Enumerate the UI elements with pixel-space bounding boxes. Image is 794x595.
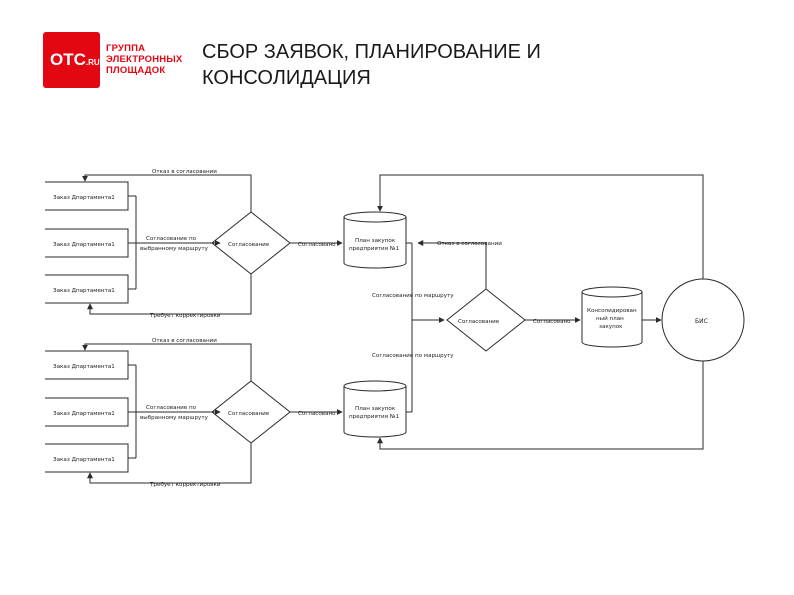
bis-label: БИС [695,318,708,325]
route-label: Согласование по маршруту [372,353,454,359]
approved-edge-label: Согласовано [298,242,336,248]
refusal-label: Отказ в согласовании [152,338,217,344]
request-label: Заказ Дпартамента1 [53,411,115,417]
refusal-loop [82,343,252,381]
logo-tagline-1: ГРУППА [106,43,146,54]
route-label: Согласование по маршруту [372,293,454,299]
bottom-department-group [45,343,407,484]
feedback-loop-bottom [377,361,704,450]
plan-label: План закупок [355,238,396,244]
consolidated-plan-label: ный план [596,315,624,322]
route-label: Согласование по [146,405,197,411]
page-title-line-2: КОНСОЛИДАЦИЯ [202,67,371,89]
top-department-group [45,174,407,315]
top-group-labels: Заказ Дпартамента1 Заказ Дпартамента1 За… [53,169,400,319]
bottom-group-labels: Заказ Дпартамента1 Заказ Дпартамента1 За… [53,338,400,488]
approved-edge-label: Согласовано [298,411,336,417]
logo-badge [43,32,100,88]
plan-storage-top [343,380,407,392]
consolidation-decision [446,288,526,352]
approval-label: Согласование [458,319,500,325]
refusal-loop [82,174,252,212]
consolidated-plan-label: закупок [599,324,623,330]
route-label: выбранному маршруту [140,415,209,421]
request-label: Заказ Дпартамента1 [53,288,115,294]
request-label: Заказ Дпартамента1 [53,457,115,463]
refusal-label: Отказ в согласовании [437,241,502,247]
logo-mark: OTC.RU [50,50,100,70]
request-label: Заказ Дпартамента1 [53,364,115,370]
correction-loop [87,443,252,484]
plan-label: предприятия №1 [349,414,400,420]
plan-storage-body [343,386,407,438]
approval-label: Согласование [228,411,270,417]
correction-label: Требует корректировки [149,313,221,319]
page-title-line-1: СБОР ЗАЯВОК, ПЛАНИРОВАНИЕ И [202,41,541,63]
consolidation-labels: Согласование Отказ в согласовании Соглас… [372,241,708,359]
plan-storage-top [343,211,407,223]
consolidated-plan-top [581,286,643,298]
consolidated-plan-label: Консолидирован [587,308,637,314]
approval-label: Согласование [228,242,270,248]
route-label: Согласование по [146,236,197,242]
plan-label: План закупок [355,406,396,412]
refusal-loop [417,240,487,289]
request-label: Заказ Дпартамента1 [53,242,115,248]
logo-mark-text: OTC [50,50,86,69]
correction-label: Требует корректировки [149,482,221,488]
request-label: Заказ Дпартамента1 [53,195,115,201]
approved-edge-label: Согласовано [533,319,571,325]
plan-storage-body [343,217,407,269]
logo-tagline-3: ПЛОЩАДОК [106,65,166,76]
route-label: выбранному маршруту [140,246,209,252]
logo-tagline-2: ЭЛЕКТРОННЫХ [106,54,183,65]
correction-loop [87,274,252,315]
consolidated-plan-body [581,292,643,348]
feedback-loop-top [377,174,704,279]
logo-mark-suffix: .RU [85,58,100,67]
consolidation-group [377,174,745,450]
plan-label: предприятия №1 [349,246,400,252]
refusal-label: Отказ в согласовании [152,169,217,175]
